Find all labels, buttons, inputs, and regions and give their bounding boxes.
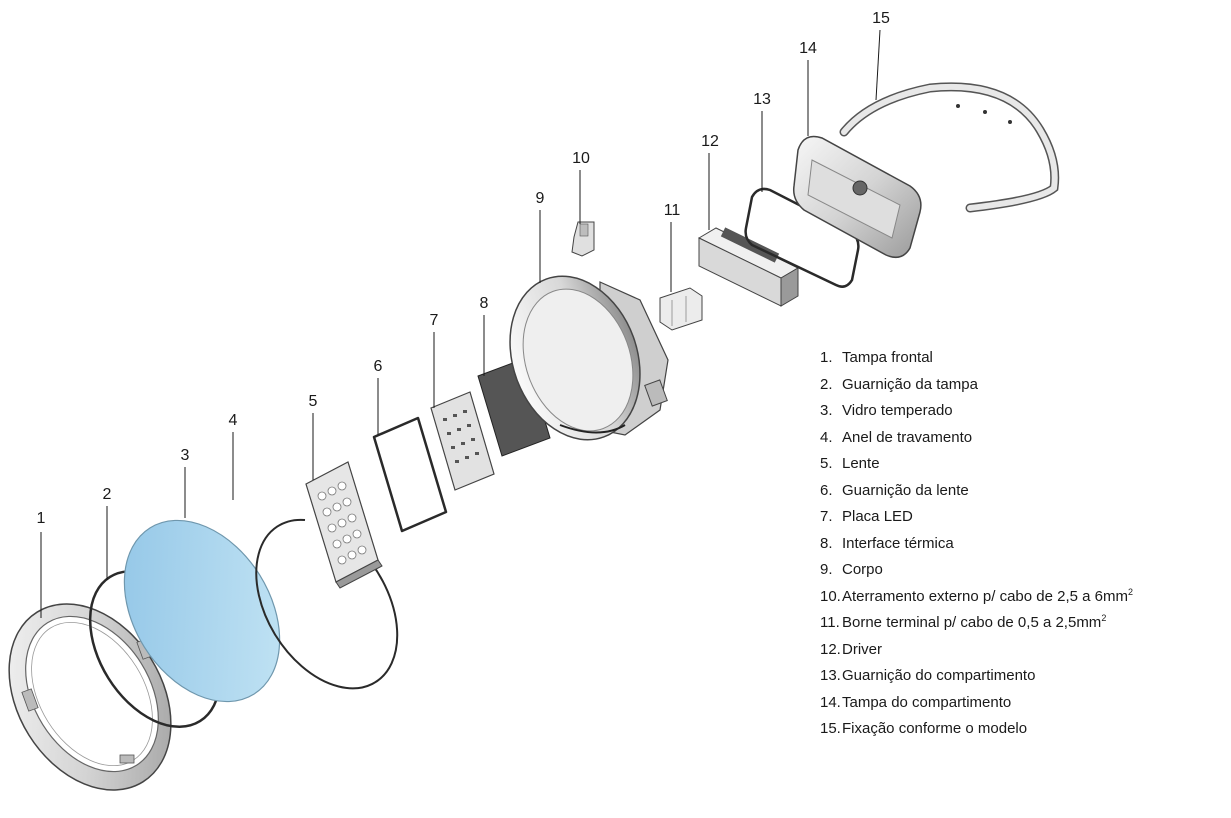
legend-item: 11.Borne terminal p/ cabo de 0,5 a 2,5mm… <box>820 610 1231 637</box>
tempered-glass-part <box>123 519 281 703</box>
legend-superscript: 2 <box>1101 613 1107 623</box>
legend-text: Guarnição da tampa <box>842 375 978 393</box>
legend-number: 2. <box>820 375 833 393</box>
legend-number: 3. <box>820 402 833 419</box>
legend-item: 8. Interface térmica <box>820 531 1231 558</box>
legend-number: 10. <box>820 587 841 605</box>
legend-text: Anel de travamento <box>842 428 973 446</box>
legend-number: 5. <box>820 455 833 472</box>
legend-text-body: Aterramento externo p/ cabo de 2,5 a 6mm <box>842 587 1128 605</box>
legend-text: Tampa do compartimento <box>842 693 1012 711</box>
legend-number: 9. <box>820 561 833 578</box>
locking-ring-part <box>255 518 399 690</box>
legend-text-body: Borne terminal p/ cabo de 0,5 a 2,5mm <box>842 614 1102 631</box>
callout-13: 13 <box>753 91 771 108</box>
legend-item: 10.Aterramento externo p/ cabo de 2,5 a … <box>820 584 1231 611</box>
legend-number: 1. <box>820 349 833 366</box>
legend-number: 4. <box>820 428 833 446</box>
legend-text: Corpo <box>842 561 883 578</box>
legend-number: 11. <box>820 614 840 631</box>
external-ground-part <box>571 221 595 257</box>
legend-number: 8. <box>820 534 833 552</box>
callout-4: 4 <box>229 412 238 429</box>
mounting-bracket-part <box>839 82 1060 213</box>
compartment-gasket-part <box>744 187 860 288</box>
legend-item: 14.Tampa do compartimento <box>820 690 1231 717</box>
legend-item: 3. Vidro temperado <box>820 398 1231 425</box>
legend-number: 15. <box>820 720 841 737</box>
legend-text: Guarnição do compartimento <box>842 667 1036 684</box>
legend-text: Vidro temperado <box>842 402 953 419</box>
legend-item: 6. Guarnição da lente <box>820 478 1231 505</box>
legend-item: 5. Lente <box>820 451 1231 478</box>
parts-legend: 1. Tampa frontal 2. Guarnição da tampa 3. V… <box>820 345 1231 743</box>
callout-3: 3 <box>181 447 190 464</box>
legend-number: 14. <box>820 693 841 711</box>
legend-item: 12.Driver <box>820 637 1231 664</box>
legend-text: Fixação conforme o modelo <box>842 720 1028 737</box>
legend-text: Borne terminal p/ cabo de 0,5 a 2,5mm2 <box>842 610 1106 637</box>
legend-item: 7. Placa LED <box>820 504 1231 531</box>
lens-gasket-part <box>372 416 448 533</box>
legend-item: 4. Anel de travamento <box>820 425 1231 452</box>
lens-part <box>305 461 383 589</box>
legend-item: 2. Guarnição da tampa <box>820 372 1231 399</box>
callout-11: 11 <box>664 202 681 219</box>
body-part <box>509 275 669 441</box>
compartment-cover-part <box>792 135 922 259</box>
callout-15: 15 <box>872 10 890 27</box>
legend-text: Driver <box>842 640 882 658</box>
legend-superscript: 2 <box>1128 586 1134 597</box>
legend-text: Interface térmica <box>842 534 954 552</box>
callout-9: 9 <box>536 190 545 207</box>
legend-text: Lente <box>842 455 880 472</box>
callout-labels: 1 2 3 4 5 6 7 8 9 10 11 12 13 14 15 <box>37 10 890 527</box>
terminal-block-part <box>659 287 703 331</box>
legend-text: Aterramento externo p/ cabo de 2,5 a 6mm… <box>842 584 1133 611</box>
led-board-part <box>430 391 495 491</box>
legend-number: 6. <box>820 481 833 499</box>
callout-6: 6 <box>374 358 383 375</box>
legend-text: Tampa frontal <box>842 349 933 366</box>
callout-1: 1 <box>37 510 46 527</box>
driver-part <box>697 227 800 307</box>
callout-14: 14 <box>799 40 817 57</box>
leader-lines <box>40 29 881 618</box>
legend-number: 13. <box>820 667 841 684</box>
legend-item: 15.Fixação conforme o modelo <box>820 716 1231 743</box>
legend-text: Placa LED <box>842 508 913 525</box>
legend-text: Guarnição da lente <box>842 481 969 499</box>
legend-item: 13.Guarnição do compartimento <box>820 663 1231 690</box>
callout-12: 12 <box>701 133 719 150</box>
callout-8: 8 <box>480 295 489 312</box>
legend-item: 1. Tampa frontal <box>820 345 1231 372</box>
legend-item: 9. Corpo <box>820 557 1231 584</box>
legend-number: 12. <box>820 640 841 658</box>
callout-7: 7 <box>430 312 439 329</box>
legend-number: 7. <box>820 508 833 525</box>
callout-2: 2 <box>103 486 112 503</box>
callout-10: 10 <box>572 150 590 167</box>
callout-5: 5 <box>309 393 318 410</box>
front-cover-part <box>8 603 172 791</box>
